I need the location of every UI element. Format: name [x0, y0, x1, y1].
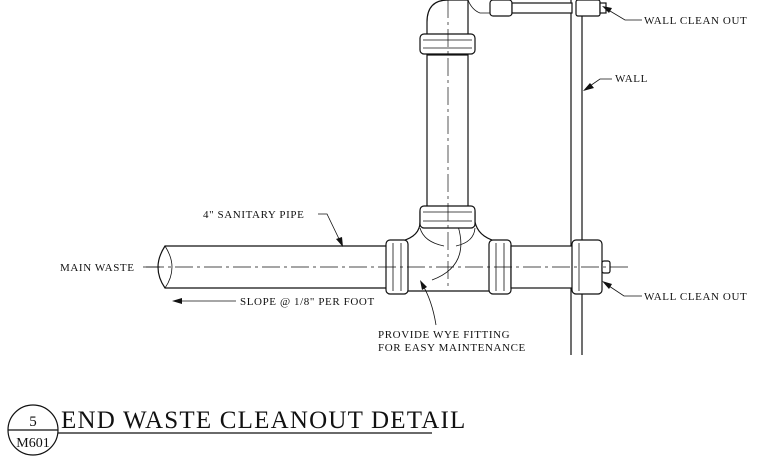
label-wall-clean-out-bottom: WALL CLEAN OUT [644, 291, 747, 303]
label-wall-clean-out-top: WALL CLEAN OUT [644, 15, 747, 27]
sheet-number: M601 [16, 436, 49, 451]
leader-wall-clean-out-bottom [602, 281, 642, 297]
wall-clean-out-top [575, 0, 607, 17]
label-wye-line2: FOR EASY MAINTENANCE [378, 342, 526, 354]
vertical-stack-pipe [426, 54, 469, 209]
leader-wye [420, 280, 437, 326]
label-slope: SLOPE @ 1/8" PER FOOT [240, 296, 375, 308]
label-main-waste: MAIN WASTE [60, 262, 135, 274]
detail-title: END WASTE CLEANOUT DETAIL [61, 407, 467, 434]
wall [570, 0, 583, 355]
label-wye-line1: PROVIDE WYE FITTING [378, 329, 510, 341]
label-wall: WALL [615, 73, 648, 85]
label-sanitary-pipe: 4" SANITARY PIPE [203, 209, 304, 221]
top-coupling [419, 33, 476, 55]
slope-arrow [172, 298, 236, 304]
leader-wall [583, 78, 612, 91]
top-elbow [426, 0, 573, 41]
detail-number: 5 [29, 414, 37, 430]
detail-bubble: 5 M601 [7, 404, 59, 456]
stack-bottom-coupling [419, 205, 476, 229]
leader-sanitary-pipe [318, 213, 343, 247]
leader-wall-clean-out-top [602, 6, 642, 21]
centerlines [146, 0, 630, 290]
